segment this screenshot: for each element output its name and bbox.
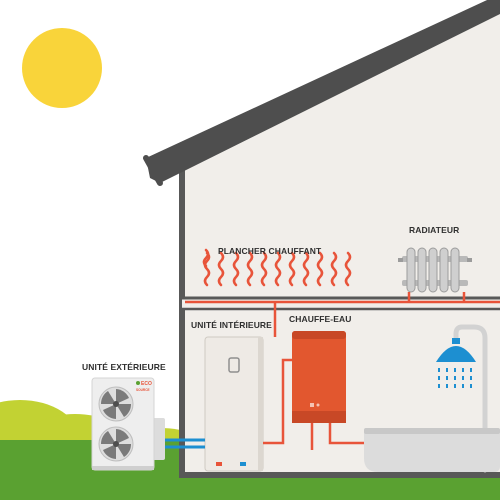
label-water-heater: CHAUFFE-EAU <box>289 314 351 324</box>
water-heater <box>292 331 346 423</box>
bathtub-icon <box>364 428 500 472</box>
sun-icon <box>22 28 102 108</box>
indoor-unit-display <box>228 357 240 373</box>
fan-icon <box>98 386 134 422</box>
radiator-icon <box>398 247 472 293</box>
house-ground-line <box>179 472 500 478</box>
logo-line1: ECO <box>141 381 152 387</box>
label-radiator: RADIATEUR <box>409 225 459 235</box>
pipe-water-heater-to-bath <box>328 423 364 445</box>
label-floor-heating: PLANCHER CHAUFFANT <box>218 246 322 256</box>
house-wall-left <box>179 168 185 478</box>
fan-icon <box>98 426 134 462</box>
heat-wave-icon <box>202 248 352 287</box>
brand-logo: ECO SOURCE <box>136 381 152 392</box>
pipe-unit-to-water-heater <box>263 358 292 445</box>
label-indoor-unit: UNITÉ INTÉRIEURE <box>191 320 272 330</box>
heat-wave-first <box>203 251 211 287</box>
roof <box>146 0 500 183</box>
shower-icon <box>436 324 488 473</box>
outdoor-unit: ECO SOURCE <box>91 377 165 471</box>
indoor-unit <box>204 336 264 472</box>
logo-line2: SOURCE <box>136 388 150 392</box>
label-outdoor-unit: UNITÉ EXTÉRIEURE <box>82 362 166 372</box>
roof-edge <box>143 155 163 186</box>
